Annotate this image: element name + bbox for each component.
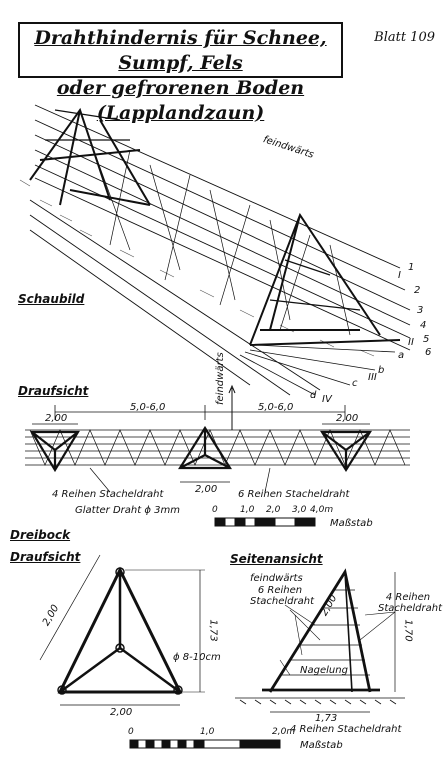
tripod-top-center [178,425,232,470]
dreibock-side-heading: Seitenansicht [230,552,323,566]
scale-top-tick-4: 4,0m [310,505,334,515]
scale-top-tick-2: 2,0 [266,505,281,515]
title-line-1: Drahthindernis für Schnee, Sumpf, Fels [34,27,327,74]
dreibock-direction: feindwärts [250,573,303,584]
tripod-left [29,107,151,206]
dim-bottom-center: 2,00 [195,484,218,495]
roman-mark-3: III [368,372,377,383]
dreibock-side-drawing [235,568,405,713]
scale-bottom-label: Maßstab [300,740,343,751]
cross-bracing [89,139,351,336]
label-6-rows: 6 Reihen Stacheldraht [238,489,350,500]
scale-bar-bottom [129,739,281,749]
roman-mark-1: I [398,270,401,281]
letter-c: c [352,378,358,389]
scale-top-label: Maßstab [330,518,373,529]
scale-top-tick-1: 1,0 [240,505,255,515]
draufsicht-heading: Draufsicht [18,384,89,398]
schaubild-heading: Schaubild [18,292,85,306]
spacing-right: 5,0-6,0 [258,402,294,413]
scale-bottom-tick-0: 0 [128,727,134,737]
spacing-left: 5,0-6,0 [130,402,166,413]
letter-a: a [398,350,405,361]
wire-number-1: 1 [408,262,415,273]
title-box: Drahthindernis für Schnee, Sumpf, Fels o… [18,22,343,124]
side-dim-170: 1,70 [402,619,414,642]
ground-hatching [19,179,375,357]
roman-mark-2: II [408,337,414,348]
wire-number-4: 4 [420,320,427,331]
side-dim-173: 1,73 [315,713,338,724]
tripod-top-left [30,430,80,473]
label-4-rows-right: 4 Reihen Stacheldraht [378,592,443,614]
dim-top-left: 2,00 [45,413,68,424]
draufsicht-drawing [25,384,410,493]
schaubild-drawing [19,104,411,396]
wire-number-5: 5 [423,334,430,345]
scale-bar-top [214,517,316,527]
label-4-rows: 4 Reihen Stacheldraht [52,489,164,500]
label-smooth-wire: Glatter Draht ϕ 3mm [75,505,180,516]
label-4-rows-bottom: 4 Reihen Stacheldraht [290,724,402,735]
wire-number-2: 2 [414,285,421,296]
sheet-number: Blatt 109 [374,30,435,45]
scale-bottom-tick-2: 2,0m [272,727,296,737]
scale-bottom-tick-1: 1,0 [200,727,215,737]
letter-b: b [378,365,385,376]
tripod-right [249,212,401,346]
nailing-label: Nagelung [300,665,348,676]
dim-top-right: 2,00 [336,413,359,424]
label-6-rows-side: 6 Reihen Stacheldraht [250,585,315,607]
diameter-label: ϕ 8-10cm [173,652,221,663]
scale-top-tick-0: 0 [212,505,218,515]
roman-mark-4: IV [322,394,332,405]
scale-top-tick-3: 3,0 [292,505,307,515]
ground-line [235,697,405,705]
wire-number-3: 3 [417,305,424,316]
dim-height: 1,73 [207,619,219,642]
draufsicht-direction: feindwärts [215,352,226,405]
letter-d: d [310,390,317,401]
dreibock-top-drawing [39,554,205,706]
title-line-2: oder gefrorenen Boden (Lapplandzaun) [56,77,305,124]
anchor-lines [239,344,396,396]
dreibock-heading: Dreibock [10,528,71,542]
tripod-top-right [320,430,372,473]
dreibock-top-heading: Draufsicht [10,550,81,564]
dim-bottom: 2,00 [110,707,133,718]
wire-number-6: 6 [425,347,432,358]
